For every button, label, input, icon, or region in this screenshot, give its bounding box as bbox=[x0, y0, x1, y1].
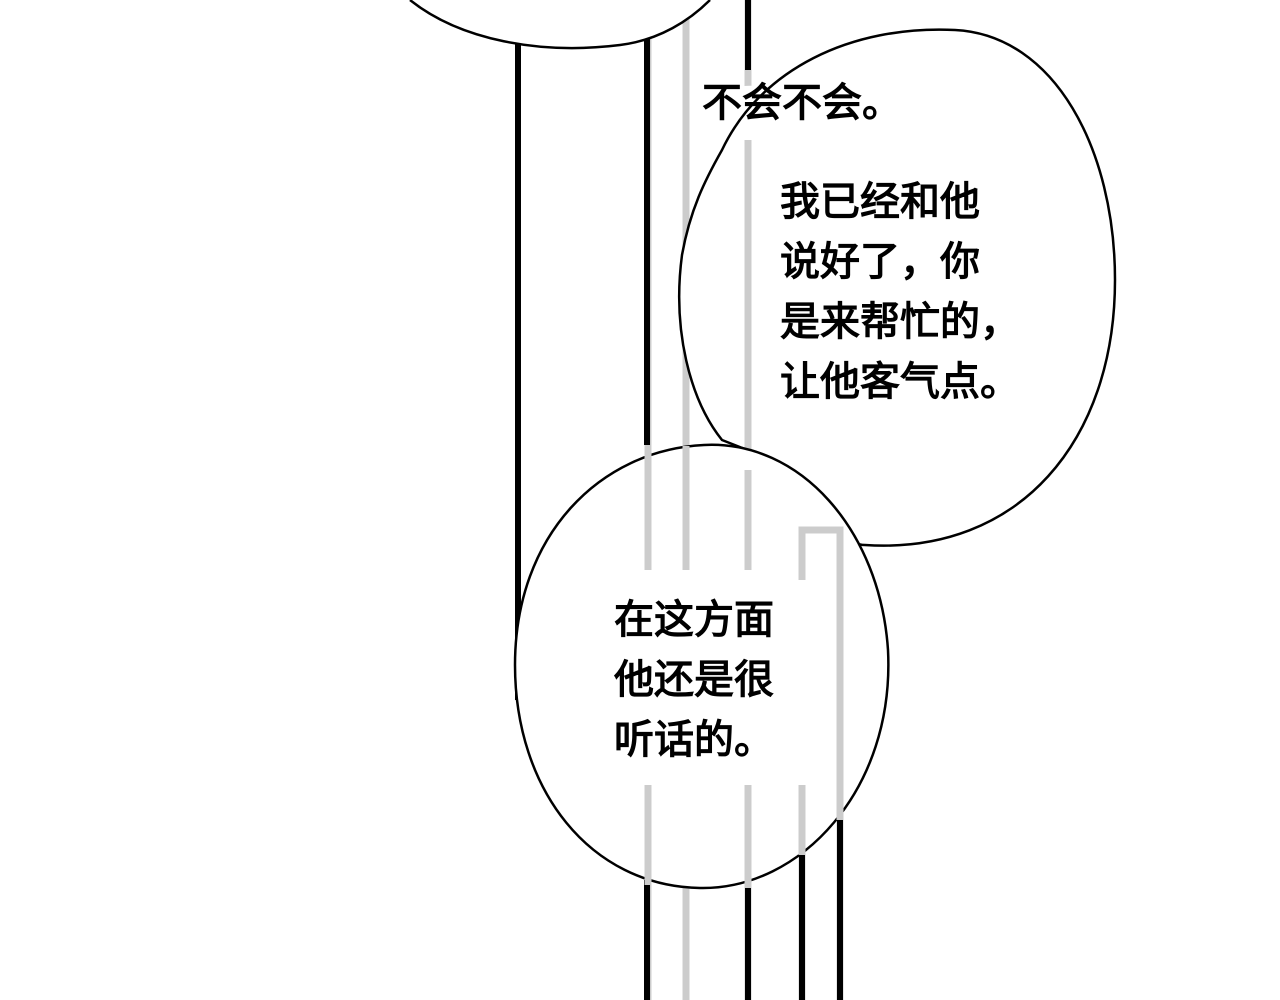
bubble-2-line-4: 让他客气点。 bbox=[780, 359, 1020, 405]
bubble-2-line-2: 说好了，你 bbox=[780, 239, 980, 285]
speech-bubble-bottom bbox=[513, 443, 890, 890]
bubble-text-2: 我已经和他 说好了，你 是来帮忙的， 让他客气点。 bbox=[780, 172, 1020, 412]
bubble-3-line-1: 在这方面 bbox=[614, 597, 774, 643]
bubble-1-line: 不会不会。 bbox=[702, 80, 902, 126]
bubble-3-line-3: 听话的。 bbox=[614, 717, 774, 763]
bubble-3-line-2: 他还是很 bbox=[614, 657, 774, 703]
speech-bubble-right bbox=[677, 28, 1117, 547]
bubble-2-line-1: 我已经和他 bbox=[780, 179, 980, 225]
bubble-text-3: 在这方面 他还是很 听话的。 bbox=[614, 590, 774, 770]
foreground-lines bbox=[515, 0, 843, 1000]
bubble-2-line-3: 是来帮忙的， bbox=[780, 299, 1020, 345]
bubble-text-1: 不会不会。 bbox=[702, 78, 902, 128]
speech-bubble-top bbox=[409, 0, 711, 50]
